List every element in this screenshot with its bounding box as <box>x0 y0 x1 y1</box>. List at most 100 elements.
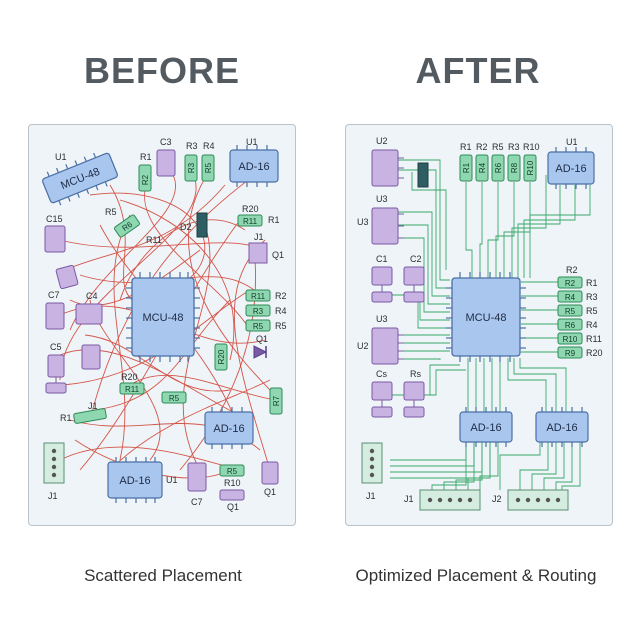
before-c15 <box>44 225 66 253</box>
svg-text:AD-16: AD-16 <box>546 422 577 434</box>
svg-text:C2: C2 <box>410 254 422 264</box>
svg-text:U2: U2 <box>376 136 388 146</box>
svg-text:C7: C7 <box>48 290 60 300</box>
svg-text:R11: R11 <box>251 292 266 301</box>
after-cs <box>371 381 393 418</box>
before-r11-top <box>237 214 263 227</box>
svg-text:Q1: Q1 <box>227 502 239 512</box>
svg-text:R4: R4 <box>586 320 598 330</box>
svg-text:R3: R3 <box>253 307 264 316</box>
after-c2 <box>403 266 425 303</box>
svg-text:J1: J1 <box>254 232 264 242</box>
before-ad16-bottom: AD-16 <box>107 457 163 503</box>
svg-text:U1: U1 <box>246 137 258 147</box>
svg-text:R4: R4 <box>478 162 487 173</box>
after-u3 <box>371 207 404 245</box>
svg-text:MCU-48: MCU-48 <box>143 312 184 324</box>
after-mcu: MCU-48 <box>446 272 526 362</box>
before-q1-body <box>219 489 245 501</box>
before-diode <box>253 345 268 359</box>
after-u2-lower <box>371 327 404 365</box>
before-r11-mid <box>119 382 145 395</box>
before-r11-stack <box>245 289 271 302</box>
before-caption: Scattered Placement <box>84 566 242 585</box>
before-r5-mid <box>161 391 187 404</box>
after-u2-top <box>371 149 404 187</box>
after-ad16-top: AD-16 <box>547 147 595 189</box>
after-traces <box>382 159 591 490</box>
svg-text:R3: R3 <box>508 142 520 152</box>
svg-text:Rs: Rs <box>410 369 421 379</box>
after-j2 <box>507 489 569 511</box>
before-c3 <box>156 149 176 177</box>
after-panel: U2 U3 U3 R1 R2 R5 R3 R10 R1 R4 R6 R8 <box>357 136 603 511</box>
svg-text:R10: R10 <box>563 335 578 344</box>
before-panel: MCU-48 U1 C3 R1 R2 R3 R4 R3 R5 U1 AD-16 … <box>42 137 287 512</box>
svg-text:C5: C5 <box>50 342 62 352</box>
after-c1 <box>371 266 393 303</box>
svg-text:R10: R10 <box>526 160 535 175</box>
before-c7-bottom <box>187 462 207 492</box>
after-top-resistors: R1 R4 R6 R8 R10 <box>459 154 537 182</box>
before-c5 <box>47 354 65 378</box>
svg-text:R4: R4 <box>203 141 215 151</box>
svg-text:C15: C15 <box>46 214 63 224</box>
before-r5 <box>201 154 215 182</box>
before-r5-stack <box>245 319 271 332</box>
svg-text:U3: U3 <box>357 217 369 227</box>
after-right-resistors: R2 R4 R5 R6 R10 R9 <box>557 276 583 359</box>
after-ad16-b: AD-16 <box>535 407 589 447</box>
svg-text:R2: R2 <box>141 174 150 185</box>
svg-text:U3: U3 <box>376 314 388 324</box>
svg-text:R20: R20 <box>242 204 259 214</box>
svg-text:R3: R3 <box>186 141 198 151</box>
svg-text:Q1: Q1 <box>256 334 268 344</box>
svg-text:R5: R5 <box>105 207 117 217</box>
before-cap-small <box>55 264 79 290</box>
svg-text:R6: R6 <box>565 321 576 330</box>
before-r20-vertical <box>214 343 228 371</box>
svg-text:R5: R5 <box>586 306 598 316</box>
svg-text:R10: R10 <box>224 478 241 488</box>
svg-text:R20: R20 <box>586 348 603 358</box>
svg-text:R5: R5 <box>169 394 180 403</box>
before-mcu-top-left: MCU-48 <box>42 152 118 206</box>
before-title: BEFORE <box>83 50 240 91</box>
before-r2 <box>138 164 152 192</box>
svg-text:R1: R1 <box>60 413 72 423</box>
svg-text:AD-16: AD-16 <box>238 161 269 173</box>
before-q1-right <box>261 461 279 485</box>
svg-text:R1: R1 <box>268 215 280 225</box>
svg-text:R2: R2 <box>476 142 488 152</box>
svg-text:R1: R1 <box>462 162 471 173</box>
svg-text:Q1: Q1 <box>272 250 284 260</box>
svg-text:D2: D2 <box>180 222 192 232</box>
svg-text:R20: R20 <box>217 349 226 364</box>
before-ad16-middle: AD-16 <box>204 407 254 449</box>
svg-text:R2: R2 <box>275 291 287 301</box>
svg-text:R5: R5 <box>275 321 287 331</box>
svg-text:J1: J1 <box>88 401 98 411</box>
svg-text:R5: R5 <box>227 467 238 476</box>
svg-text:U1: U1 <box>166 475 178 485</box>
before-d2 <box>196 212 208 238</box>
before-r1-top: R1 <box>140 152 152 162</box>
before-c5-pair <box>81 344 101 370</box>
svg-text:R4: R4 <box>565 293 576 302</box>
before-u1-tl: U1 <box>55 152 67 162</box>
svg-text:R2: R2 <box>566 265 578 275</box>
svg-text:Q1: Q1 <box>264 487 276 497</box>
svg-text:AD-16: AD-16 <box>213 423 244 435</box>
svg-text:AD-16: AD-16 <box>555 163 586 175</box>
svg-text:C4: C4 <box>86 291 98 301</box>
svg-text:R3: R3 <box>187 162 196 173</box>
before-c7 <box>45 302 65 330</box>
svg-text:MCU-48: MCU-48 <box>466 312 507 324</box>
svg-text:R5: R5 <box>565 307 576 316</box>
before-j1-connector <box>43 442 65 484</box>
svg-text:C7: C7 <box>191 497 203 507</box>
svg-text:R20: R20 <box>121 372 138 382</box>
before-c4 <box>75 303 103 325</box>
svg-text:R3: R3 <box>586 292 598 302</box>
